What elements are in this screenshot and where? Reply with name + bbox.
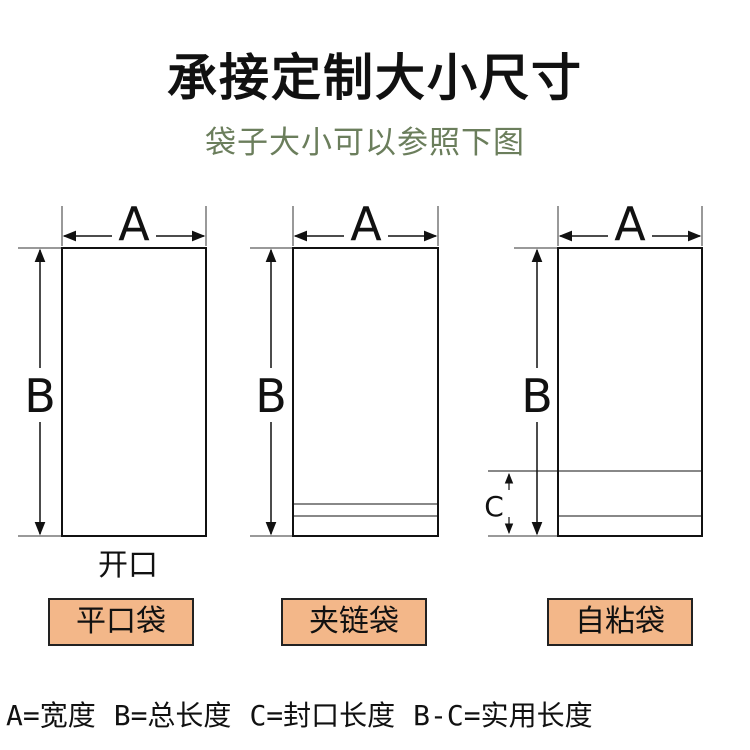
- length-label: B: [255, 369, 287, 423]
- flat-bag-diagram: A B: [18, 197, 207, 537]
- page-subtitle: 袋子大小可以参照下图: [205, 125, 525, 161]
- width-label: A: [118, 197, 150, 251]
- legend-bc: B-C=实用长度: [413, 699, 593, 732]
- opening-label: 开口: [98, 548, 158, 583]
- width-label: A: [350, 197, 382, 251]
- adhesive-bag-diagram: A B C: [484, 197, 703, 537]
- bag-outline: [557, 247, 703, 537]
- legend-b: B=总长度: [113, 699, 232, 732]
- seal-label: C: [484, 490, 504, 523]
- bag-type-flat: 平口袋: [48, 598, 194, 646]
- bag-outline: [61, 247, 207, 537]
- page-title: 承接定制大小尺寸: [167, 49, 583, 107]
- length-label: B: [521, 369, 553, 423]
- bag-type-adhesive: 自粘袋: [547, 598, 693, 646]
- legend-c: C=封口长度: [249, 699, 396, 732]
- legend-a: A=宽度: [6, 699, 96, 732]
- length-label: B: [24, 369, 56, 423]
- bag-outline: [292, 247, 439, 537]
- bag-type-zipper: 夹链袋: [281, 598, 427, 646]
- dimension-legend: A=宽度 B=总长度 C=封口长度 B-C=实用长度: [6, 694, 746, 734]
- zipper-bag-diagram: A B: [249, 197, 439, 537]
- width-label: A: [614, 197, 646, 251]
